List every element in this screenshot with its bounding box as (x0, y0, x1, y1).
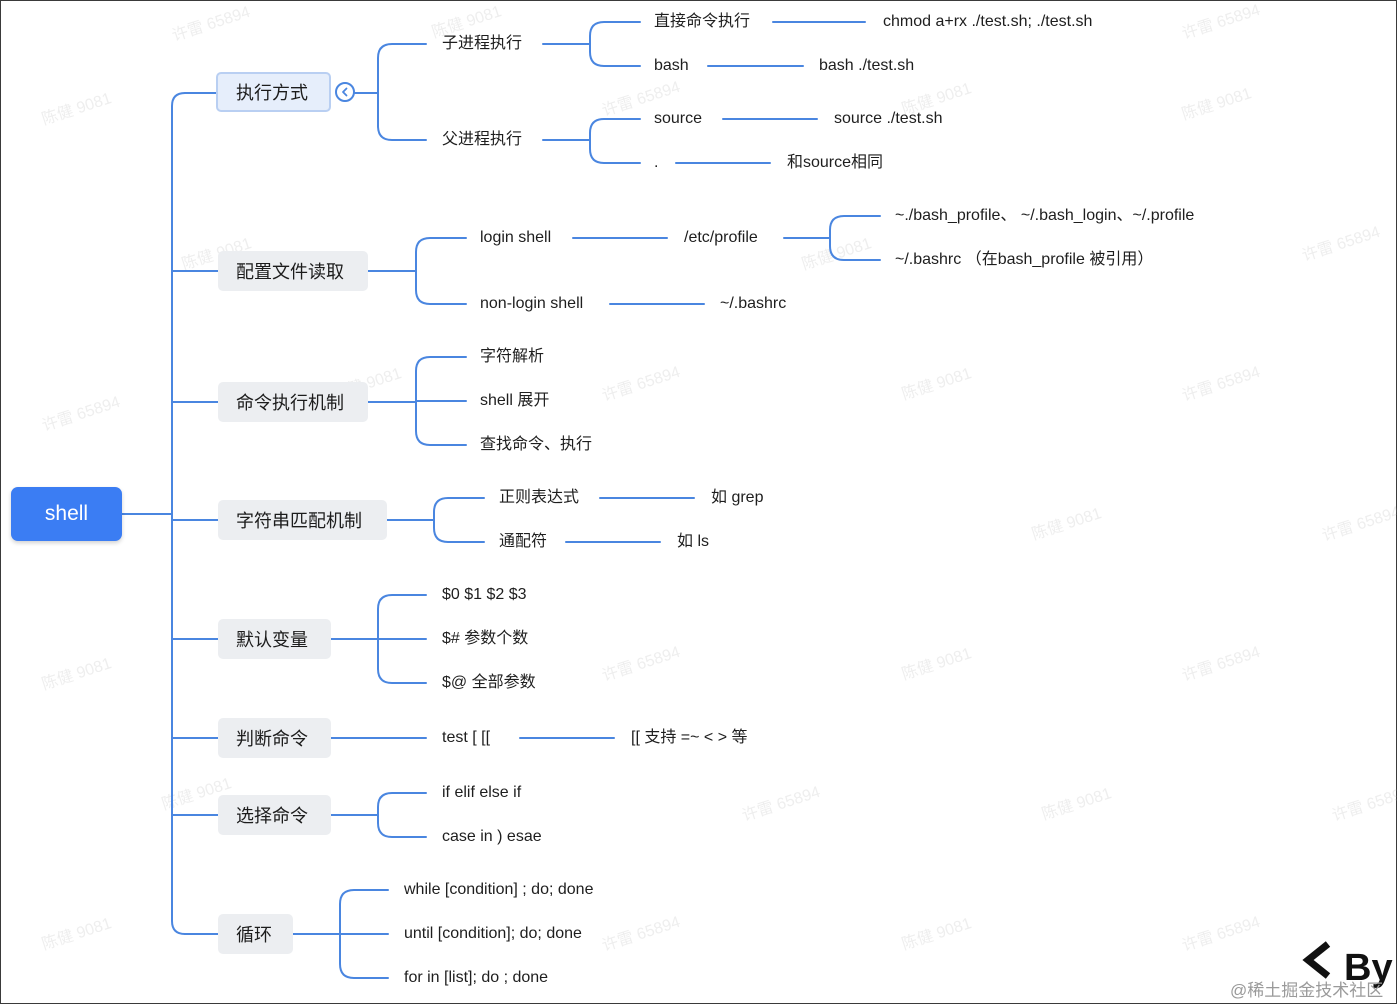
root-node[interactable]: shell (11, 487, 122, 541)
leaf-profiles[interactable]: ~./bash_profile、 ~/.bash_login、~/.profil… (895, 207, 1195, 224)
leaf-find-exec[interactable]: 查找命令、执行 (480, 436, 593, 453)
leaf-source[interactable]: source (654, 110, 703, 127)
node-string-match[interactable]: 字符串匹配机制 (218, 500, 387, 540)
leaf-bashrc[interactable]: ~/.bashrc (720, 295, 787, 312)
node-exec-method[interactable]: 执行方式 (216, 72, 331, 112)
svg-text:By: By (1344, 947, 1393, 989)
leaf-char-parse[interactable]: 字符解析 (480, 348, 545, 365)
leaf-parent-process[interactable]: 父进程执行 (442, 131, 523, 148)
leaf-etc-profile[interactable]: /etc/profile (684, 229, 758, 246)
leaf-glob-example[interactable]: 如 ls (677, 533, 710, 550)
brand-caption: @稀土掘金技术社区 (1230, 981, 1384, 1000)
leaf-test[interactable]: test [ [[ (442, 729, 491, 746)
brand-logo: By (1302, 940, 1397, 995)
leaf-glob[interactable]: 通配符 (499, 533, 548, 550)
leaf-case-in[interactable]: case in ) esae (442, 828, 542, 845)
leaf-bash[interactable]: bash (654, 57, 689, 74)
leaf-bashrc-ref[interactable]: ~/.bashrc （在bash_profile 被引用） (895, 251, 1154, 268)
chevron-left-icon (342, 87, 348, 97)
leaf-direct-exec[interactable]: 直接命令执行 (654, 13, 751, 30)
leaf-until[interactable]: until [condition]; do; done (404, 925, 582, 942)
collapse-toggle[interactable] (335, 82, 355, 102)
leaf-regex[interactable]: 正则表达式 (499, 489, 580, 506)
leaf-child-process[interactable]: 子进程执行 (442, 35, 523, 52)
leaf-bash-cmd[interactable]: bash ./test.sh (819, 57, 915, 74)
leaf-test-desc[interactable]: [[ 支持 =~ < > 等 (631, 729, 748, 746)
leaf-direct-cmd[interactable]: chmod a+rx ./test.sh; ./test.sh (883, 13, 1093, 30)
node-judge-cmd[interactable]: 判断命令 (218, 718, 331, 758)
leaf-source-cmd[interactable]: source ./test.sh (834, 110, 943, 127)
leaf-nonlogin-shell[interactable]: non-login shell (480, 295, 584, 312)
leaf-shell-expand[interactable]: shell 展开 (480, 392, 550, 409)
leaf-login-shell[interactable]: login shell (480, 229, 552, 246)
leaf-if-elif[interactable]: if elif else if (442, 784, 522, 801)
node-select-cmd[interactable]: 选择命令 (218, 795, 331, 835)
leaf-arg-count[interactable]: $# 参数个数 (442, 630, 529, 647)
node-config-read[interactable]: 配置文件读取 (218, 251, 368, 291)
node-cmd-exec[interactable]: 命令执行机制 (218, 382, 368, 422)
leaf-dot[interactable]: . (654, 154, 659, 171)
leaf-positional-args[interactable]: $0 $1 $2 $3 (442, 586, 527, 603)
leaf-all-args[interactable]: $@ 全部参数 (442, 674, 536, 691)
leaf-regex-example[interactable]: 如 grep (711, 489, 764, 506)
leaf-for[interactable]: for in [list]; do ; done (404, 969, 549, 986)
leaf-while[interactable]: while [condition] ; do; done (404, 881, 594, 898)
leaf-dot-desc[interactable]: 和source相同 (787, 154, 884, 171)
node-default-vars[interactable]: 默认变量 (218, 619, 331, 659)
node-loop[interactable]: 循环 (218, 914, 293, 954)
